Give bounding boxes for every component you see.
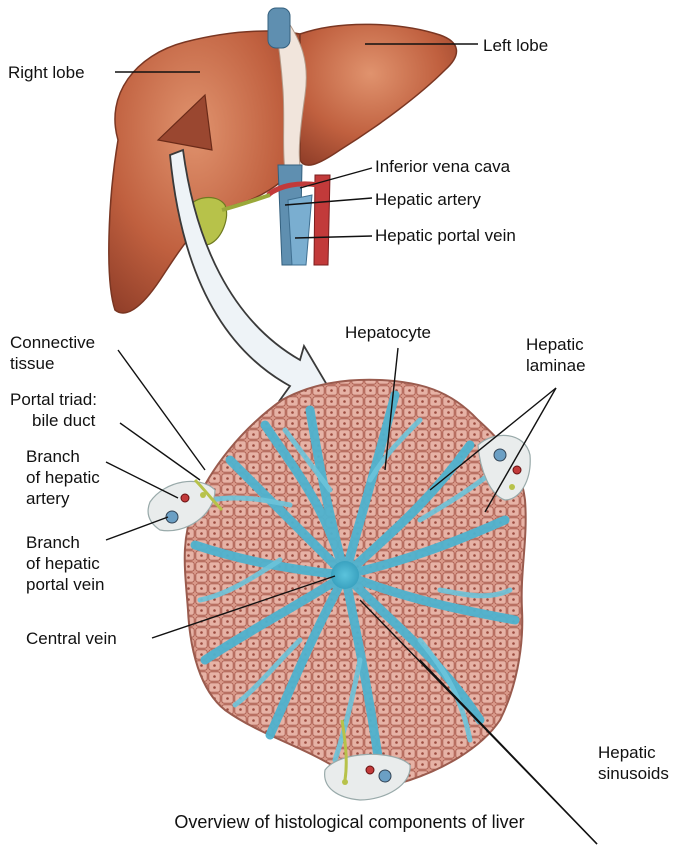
label-branch-hepatic-artery-line-3: artery [26, 488, 100, 509]
liver-lobule [148, 380, 530, 800]
label-branch-hepatic-artery-line-2: of hepatic [26, 467, 100, 488]
label-branch-portal-vein-line-1: Branch [26, 532, 104, 553]
label-branch-hepatic-artery: Branch of hepatic artery [26, 446, 100, 509]
label-connective-tissue-line-2: tissue [10, 353, 95, 374]
leader-branch-hepatic-artery [106, 462, 178, 498]
label-hepatic-portal-vein: Hepatic portal vein [375, 225, 516, 246]
hepatic-artery [314, 175, 330, 265]
label-hepatic-sinusoids-actual: Hepatic sinusoids [598, 742, 669, 784]
label-branch-portal-vein-line-3: portal vein [26, 574, 104, 595]
label-portal-triad-line-2: bile duct [10, 410, 97, 431]
hepatic-portal-vein [288, 195, 312, 265]
label-hepatic-laminae-line-2: laminae [526, 355, 586, 376]
label-connective-tissue-line-1: Connective [10, 332, 95, 353]
inferior-vena-cava-top [268, 8, 290, 48]
central-vein [331, 561, 359, 589]
label-central-vein: Central vein [26, 628, 117, 649]
label-right-lobe: Right lobe [8, 62, 85, 83]
label-inferior-vena-cava: Inferior vena cava [375, 156, 510, 177]
label-branch-hepatic-artery-line-1: Branch [26, 446, 100, 467]
leader-inferior-vena-cava [300, 168, 372, 188]
label-hepatic-sinusoids-line-1: Hepatic [598, 742, 669, 763]
label-left-lobe: Left lobe [483, 35, 548, 56]
left-lobe-shape [300, 24, 456, 165]
label-hepatic-artery: Hepatic artery [375, 189, 481, 210]
label-connective-tissue: Connective tissue [10, 332, 95, 374]
label-hepatocyte: Hepatocyte [345, 322, 431, 343]
label-portal-triad-line-1: Portal triad: [10, 389, 97, 410]
label-hepatic-laminae-line-1: Hepatic [526, 334, 586, 355]
label-branch-portal-vein-line-2: of hepatic [26, 553, 104, 574]
label-portal-triad: Portal triad: bile duct [10, 389, 97, 431]
label-hepatic-sinusoids-line-2: sinusoids [598, 763, 669, 784]
label-hepatic-laminae: Hepatic laminae [526, 334, 586, 376]
label-branch-portal-vein: Branch of hepatic portal vein [26, 532, 104, 595]
leader-bile-duct [120, 423, 200, 480]
figure-caption: Overview of histological components of l… [0, 812, 699, 833]
